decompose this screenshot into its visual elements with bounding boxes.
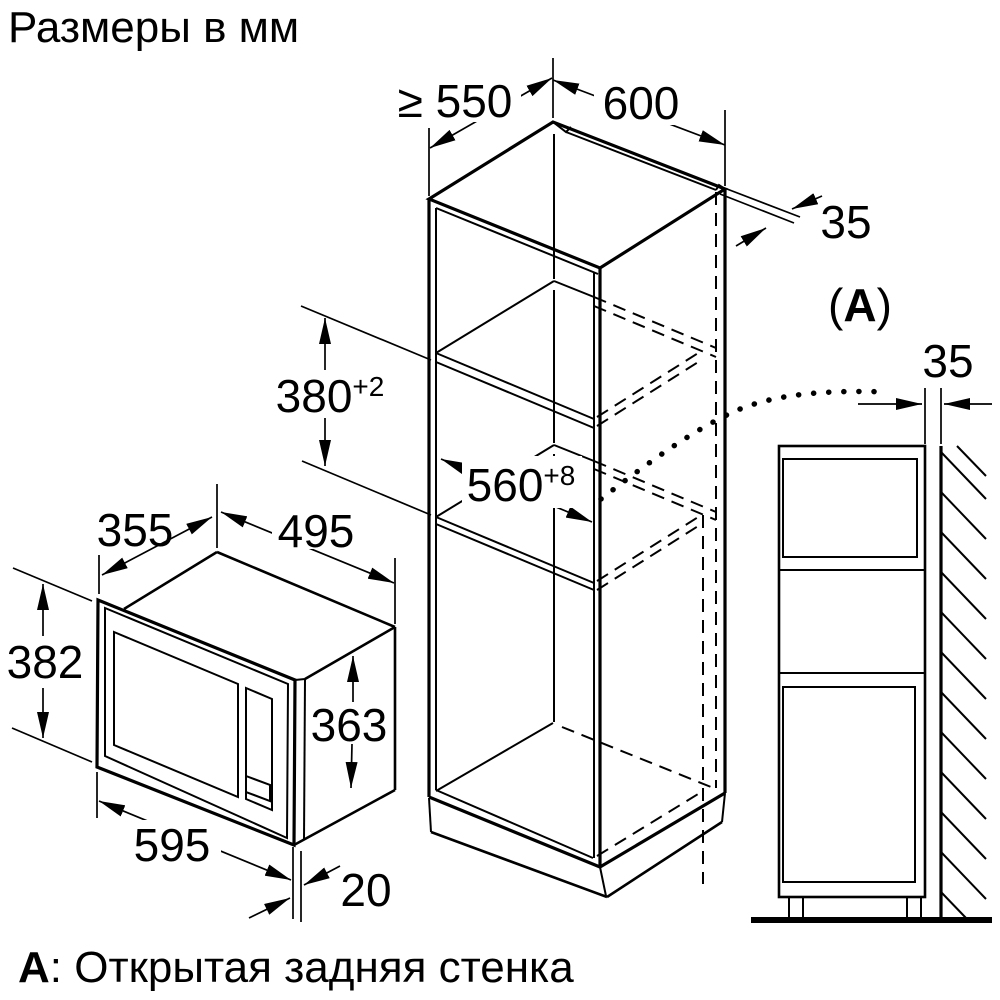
dim-mw-front-width: 595: [96, 772, 292, 881]
dim-mw-front-height-label: 382: [7, 636, 84, 688]
upper-shelf: [435, 280, 717, 429]
wall-hatching: [939, 445, 987, 919]
dim-mw-depth: 355: [97, 484, 218, 594]
display-button: [245, 774, 271, 803]
control-panel: [245, 686, 273, 812]
cabinet-floor: [428, 722, 726, 869]
dim-wall-gap: 35: [858, 335, 992, 444]
dim-mw-trim: 20: [248, 847, 392, 922]
dim-mw-front-width-label: 595: [134, 819, 211, 871]
dim-niche-height: 380+2: [272, 305, 432, 516]
cabinet-leg: [788, 896, 804, 919]
cabinet-plinth: [428, 792, 726, 899]
dim-niche-width: 560+8: [440, 456, 593, 523]
dim-top-rail: 35: [719, 188, 872, 248]
microwave-drawing: [95, 550, 397, 848]
wall-section-view: [751, 444, 992, 923]
dim-cabinet-depth-label: ≥ 550: [398, 75, 513, 127]
dim-mw-body-height: 363: [311, 656, 388, 789]
dim-wall-gap-label: 35: [922, 335, 973, 387]
page-title: Размеры в мм: [8, 3, 299, 52]
dim-cabinet-width-label: 600: [603, 77, 680, 129]
dim-mw-body-height-label: 363: [311, 699, 388, 751]
niche-cavity: [782, 458, 918, 558]
dim-cabinet-width: 600: [552, 77, 726, 186]
callout-a: (A): [598, 279, 892, 502]
dim-mw-depth-label: 355: [97, 504, 174, 556]
dim-mw-top-width: 495: [220, 505, 396, 624]
dim-mw-trim-label: 20: [340, 864, 391, 916]
callout-a-label: (A): [828, 279, 892, 331]
door-window: [113, 630, 239, 799]
dim-niche-width-label: 560+8: [467, 459, 576, 511]
cabinet-leg: [906, 896, 922, 919]
dim-cabinet-depth: ≥ 550: [386, 58, 554, 196]
lower-cavity: [782, 686, 916, 883]
legend-caption: А: Открытая задняя стенка: [18, 943, 574, 992]
dim-mw-front-height: 382: [7, 567, 93, 763]
dim-top-rail-label: 35: [820, 196, 871, 248]
dim-mw-top-width-label: 495: [278, 505, 355, 557]
dim-niche-height-label: 380+2: [276, 370, 385, 422]
